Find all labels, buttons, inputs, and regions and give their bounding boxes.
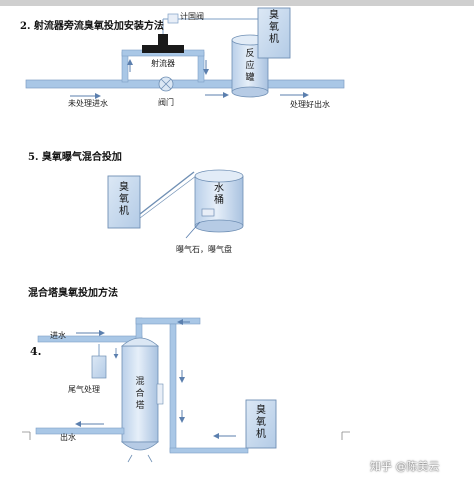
ozone-machine-4 [245,399,277,449]
ozone-machine-5 [107,175,141,229]
section-4-diagram [35,317,277,463]
inlet-label-2: 未处理进水 [68,99,108,108]
ejector-nozzle [158,34,168,46]
watermark: 知乎 @陈美云 [370,460,440,473]
water-tank [194,175,244,227]
main-inlet-pipe [25,79,241,89]
section-2-diagram [25,7,345,99]
flowmeter-label: 计国阀 [180,12,204,21]
bypass-riser-left [121,51,129,83]
main-outlet-pipe [261,79,345,89]
aerator-label: 曝气石，曝气盘 [176,245,232,254]
outlet-label-2: 处理好出水 [290,100,330,109]
section-4-heading: 混合塔臭氧投加方法 [28,288,118,299]
aeration-stone [201,208,215,217]
bypass-riser-right [197,51,205,83]
outlet-label-4: 出水 [60,433,76,442]
section-5-heading: 5. 臭氧曝气混合投加 [28,152,122,163]
reactor-label: 反应罐 [245,49,255,83]
ozone-machine-box [257,7,291,59]
tower-label: 混合塔 [135,377,145,411]
top-cropped-strip [0,0,474,6]
ozone-machine-label-5: 臭氧机 [119,182,129,217]
ejector-body [142,45,184,53]
ejector-label: 射流器 [151,59,175,68]
section-2-heading: 2. 射流器旁流臭氧投加安装方法 [20,21,164,32]
exhaust-unit [91,355,107,379]
tower-outlet-pipe [35,427,125,435]
exhaust-label: 尾气处理 [68,385,100,394]
ozone-machine-label-2: 臭氧机 [269,10,279,45]
valve-label: 阀门 [158,98,174,107]
section-5-diagram [107,169,244,239]
ozone-machine-label-4: 臭氧机 [256,405,266,440]
section-4-number: 4. [30,345,42,358]
tank-label: 水桶 [214,183,224,206]
inlet-label-4: 进水 [50,331,66,340]
flowmeter-box [167,13,179,24]
